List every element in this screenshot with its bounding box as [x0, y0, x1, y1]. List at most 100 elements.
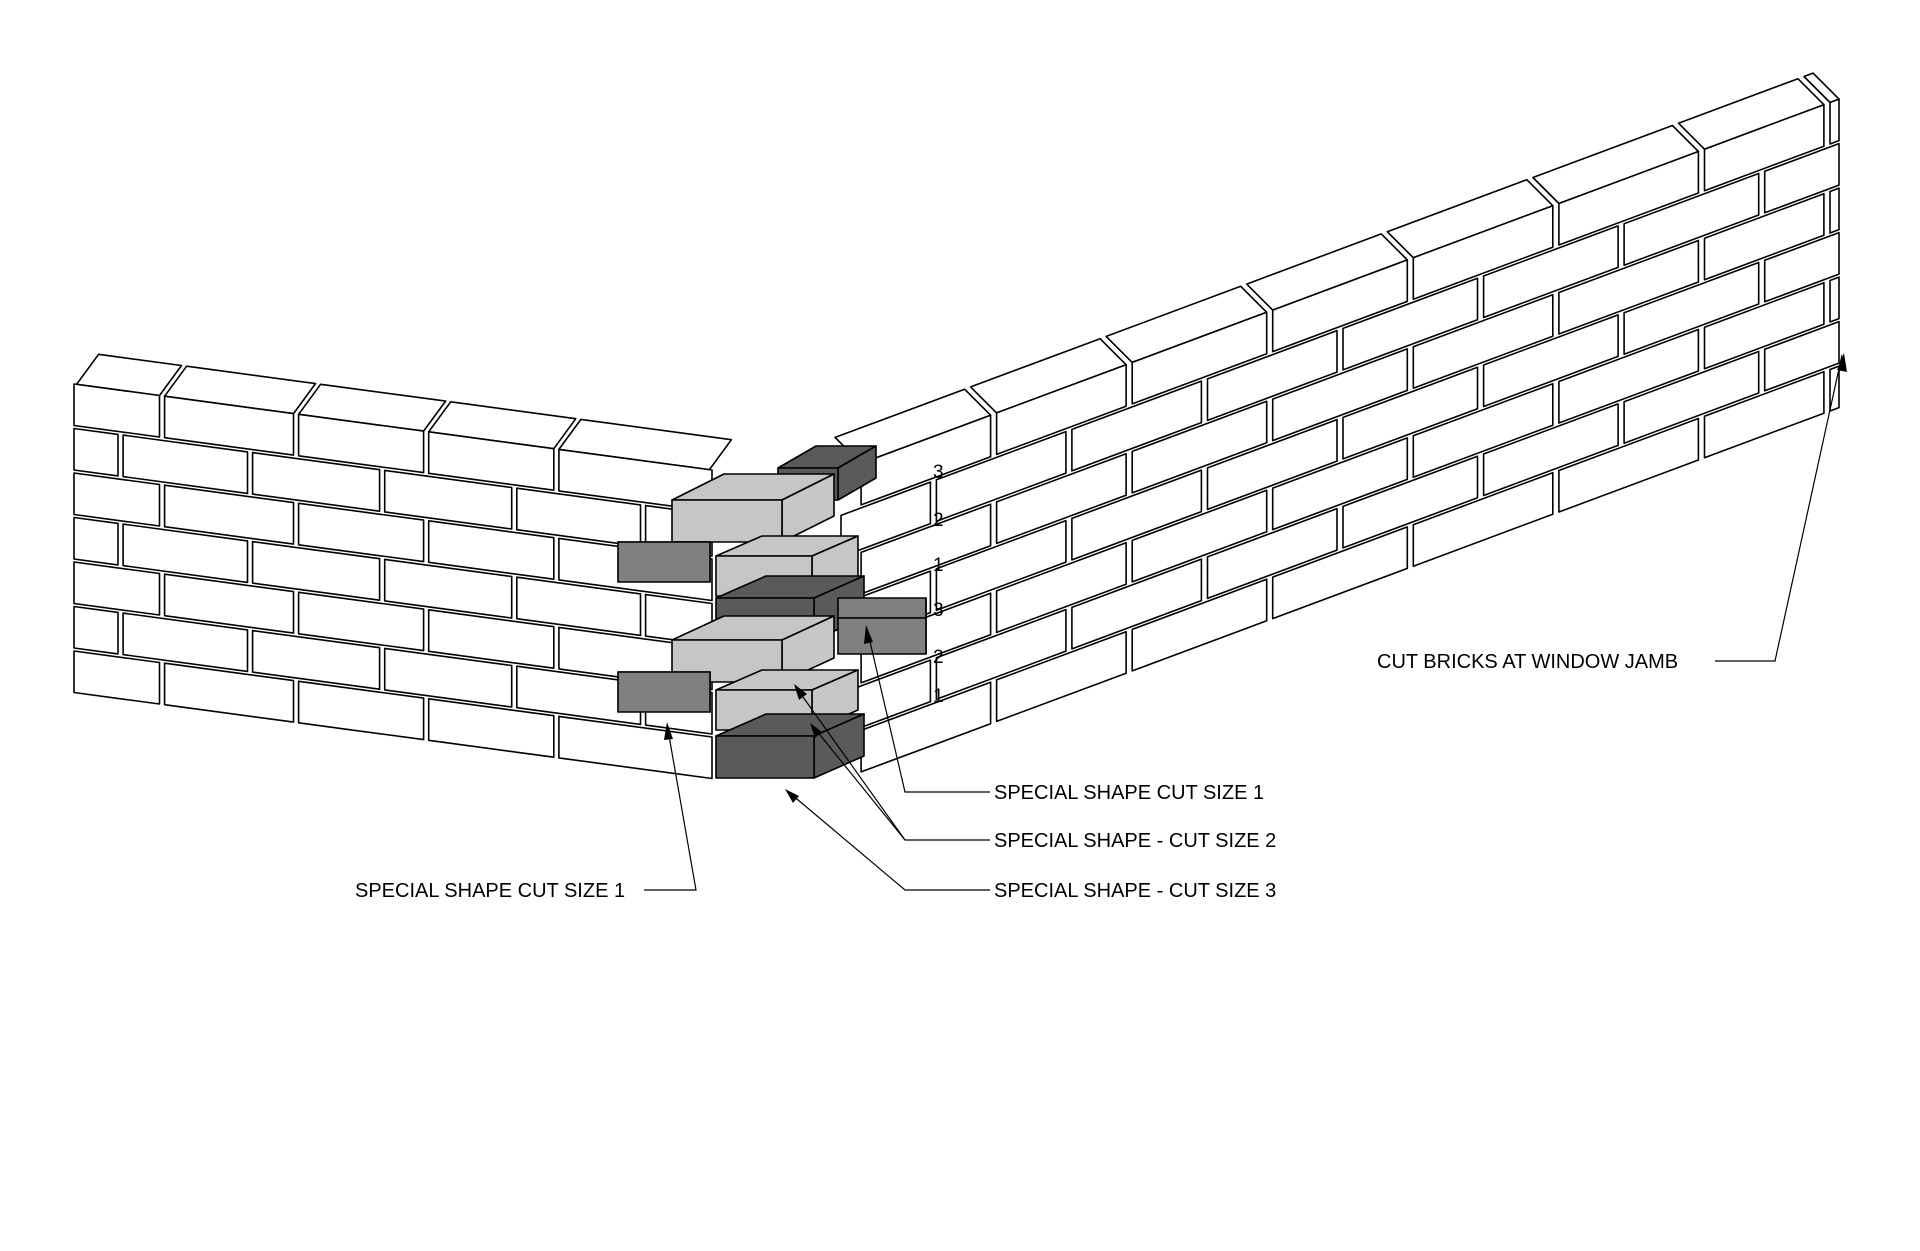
right-brick-face — [995, 541, 1127, 634]
course-numbers: 3 2 1 3 2 1 — [933, 462, 944, 707]
right-brick-face — [1412, 293, 1554, 390]
corner-brick-course3b-medium-top — [837, 597, 927, 619]
right-wall — [834, 72, 1840, 773]
corner-special-bricks — [617, 445, 927, 779]
left-brick-face — [297, 413, 425, 474]
label-cut-bricks-window-jamb: CUT BRICKS AT WINDOW JAMB — [1377, 651, 1678, 673]
left-brick-face — [383, 558, 513, 619]
left-brick-face — [297, 502, 425, 563]
right-brick-face — [1271, 348, 1409, 442]
left-brick-face — [427, 430, 555, 492]
left-brick-face — [73, 472, 161, 527]
right-brick-face — [1271, 526, 1409, 620]
right-brick-face — [935, 430, 1067, 523]
right-brick-face — [1703, 370, 1825, 459]
leader-special-2-b — [815, 729, 906, 841]
right-brick-face — [1071, 469, 1203, 561]
right-brick-face — [1482, 225, 1619, 319]
arrow-special-2-b — [810, 723, 822, 738]
left-brick-face — [297, 680, 425, 741]
right-brick-face — [1829, 98, 1840, 145]
left-brick-face — [515, 487, 642, 548]
corner-brick-course2-medium-front — [617, 541, 711, 583]
left-brick-face — [163, 573, 295, 634]
right-brick-face — [1342, 366, 1479, 460]
right-brick-face — [1558, 239, 1700, 335]
right-brick-face — [1412, 204, 1554, 301]
left-brick-face — [427, 608, 555, 670]
left-brick-face — [163, 662, 295, 723]
left-brick-face — [163, 484, 295, 545]
arrow-window-jamb — [1837, 353, 1847, 372]
left-brick-face — [73, 516, 119, 566]
right-brick-face — [860, 414, 992, 506]
right-brick-face — [1131, 400, 1268, 494]
right-brick-face — [1829, 187, 1840, 234]
right-brick-face — [935, 519, 1067, 612]
left-brick-face — [73, 650, 161, 705]
left-brick-face — [251, 451, 381, 513]
left-brick-face — [122, 612, 249, 673]
leader-special-3 — [790, 793, 990, 891]
left-brick-face — [515, 576, 642, 637]
label-special-shape-cut-size-2: SPECIAL SHAPE - CUT SIZE 2 — [994, 830, 1276, 852]
right-brick-face — [1558, 150, 1700, 246]
right-brick-face — [1703, 281, 1825, 370]
left-brick-face — [73, 561, 161, 616]
left-brick-face — [251, 540, 381, 602]
right-brick-face — [1829, 276, 1840, 323]
arrow-special-1-left — [664, 722, 673, 740]
left-brick-face — [251, 629, 381, 691]
right-brick-face — [1763, 231, 1840, 303]
course-number-bottom-2: 2 — [933, 647, 944, 668]
leader-window-jamb — [1715, 354, 1843, 662]
right-brick-face — [1342, 455, 1479, 549]
annotation-labels: CUT BRICKS AT WINDOW JAMB SPECIAL SHAPE … — [355, 651, 1678, 902]
right-brick-face — [1342, 277, 1479, 371]
right-brick-face — [1131, 578, 1268, 672]
right-brick-face — [1131, 489, 1268, 583]
right-brick-face — [1071, 380, 1203, 472]
right-brick-face — [1703, 103, 1825, 192]
leaders — [644, 353, 1847, 891]
right-brick-face — [1763, 320, 1840, 392]
left-brick-face — [73, 383, 161, 438]
left-brick-face — [122, 434, 249, 495]
left-brick-face — [427, 697, 555, 759]
right-brick-face — [1558, 417, 1700, 513]
right-brick-face — [1206, 507, 1338, 600]
left-brick-face — [427, 519, 555, 581]
right-brick-face — [1071, 558, 1203, 650]
corner-brick-course2b-medium-front — [617, 671, 711, 713]
right-brick-face — [1206, 418, 1338, 511]
right-brick-face — [1412, 382, 1554, 479]
arrow-special-1-right — [864, 625, 873, 644]
label-special-shape-cut-size-3: SPECIAL SHAPE - CUT SIZE 3 — [994, 880, 1276, 902]
course-number-bottom-3: 3 — [933, 600, 944, 621]
label-special-shape-cut-size-1-left: SPECIAL SHAPE CUT SIZE 1 — [355, 880, 625, 902]
left-brick-face — [383, 647, 513, 708]
right-brick-face — [1131, 311, 1268, 405]
right-brick-face — [995, 363, 1127, 456]
corner-brick-course3b-medium-front — [837, 617, 927, 655]
course-number-top-2: 2 — [933, 510, 944, 531]
left-brick-face — [73, 427, 119, 477]
leader-special-1-left — [644, 729, 697, 891]
course-number-top-3: 3 — [933, 462, 944, 483]
arrow-special-3 — [785, 789, 799, 803]
left-brick-face — [73, 605, 119, 655]
right-brick-face — [1482, 403, 1619, 497]
right-brick-face — [935, 608, 1067, 701]
left-brick-face — [163, 395, 295, 456]
corner-brick-course1b-dark-front — [715, 735, 815, 779]
right-brick-face — [1412, 471, 1554, 568]
course-number-bottom-1: 1 — [933, 686, 944, 707]
left-brick-face — [122, 523, 249, 584]
right-brick-face — [1206, 329, 1338, 422]
right-brick-face — [1623, 261, 1760, 356]
right-brick-face — [1763, 142, 1840, 214]
right-brick-face — [995, 630, 1127, 723]
right-brick-face — [1558, 328, 1700, 424]
right-brick-face — [1623, 350, 1760, 445]
